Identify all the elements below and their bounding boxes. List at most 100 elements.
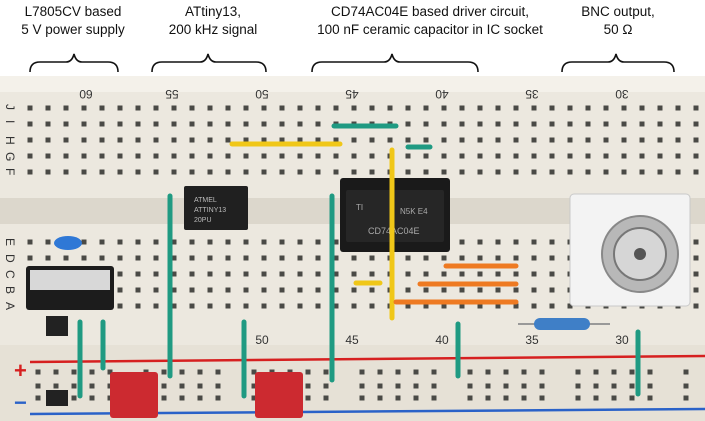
breadboard-hole xyxy=(459,137,465,143)
breadboard-hole xyxy=(333,287,339,293)
breadboard-hole xyxy=(45,255,51,261)
breadboard-hole xyxy=(405,169,411,175)
annotation-driver-line2: 100 nF ceramic capacitor in IC socket xyxy=(317,22,543,37)
breadboard-hole xyxy=(575,395,581,401)
breadboard-hole xyxy=(603,169,609,175)
breadboard-hole xyxy=(243,121,249,127)
breadboard-hole xyxy=(539,395,545,401)
breadboard-hole xyxy=(189,271,195,277)
breadboard-hole xyxy=(243,137,249,143)
breadboard-hole xyxy=(513,255,519,261)
breadboard-hole xyxy=(423,303,429,309)
breadboard-hole xyxy=(531,121,537,127)
breadboard-hole xyxy=(279,271,285,277)
breadboard-hole xyxy=(441,303,447,309)
breadboard-hole xyxy=(315,271,321,277)
breadboard-hole xyxy=(279,303,285,309)
breadboard-hole xyxy=(513,271,519,277)
breadboard-hole xyxy=(459,121,465,127)
breadboard-hole xyxy=(585,169,591,175)
breadboard-hole xyxy=(117,271,123,277)
breadboard-hole xyxy=(657,137,663,143)
attiny-chip-text-1: ATMEL xyxy=(194,197,217,204)
breadboard-hole xyxy=(531,255,537,261)
breadboard-hole xyxy=(243,153,249,159)
breadboard-hole xyxy=(639,105,645,111)
breadboard-hole xyxy=(359,395,365,401)
breadboard-hole xyxy=(675,105,681,111)
breadboard-hole xyxy=(549,137,555,143)
breadboard-hole xyxy=(99,153,105,159)
breadboard-hole xyxy=(243,239,249,245)
breadboard-hole xyxy=(629,383,635,389)
breadboard-hole xyxy=(585,105,591,111)
breadboard-hole xyxy=(81,153,87,159)
breadboard-hole xyxy=(405,255,411,261)
breadboard-hole xyxy=(657,153,663,159)
attiny-chip-text-2: ATTINY13 xyxy=(194,207,226,214)
breadboard-hole xyxy=(333,255,339,261)
breadboard-hole xyxy=(459,271,465,277)
row-letter-e: E xyxy=(3,238,17,246)
breadboard-hole xyxy=(567,153,573,159)
breadboard-hole xyxy=(27,255,33,261)
breadboard-hole xyxy=(369,137,375,143)
breadboard-hole xyxy=(675,121,681,127)
breadboard-hole xyxy=(197,395,203,401)
breadboard-hole xyxy=(413,395,419,401)
breadboard-hole xyxy=(171,153,177,159)
breadboard-hole xyxy=(171,137,177,143)
breadboard-hole xyxy=(467,369,473,375)
breadboard-hole xyxy=(323,383,329,389)
breadboard-hole xyxy=(215,383,221,389)
breadboard-hole xyxy=(359,383,365,389)
col-num-bottom-50: 50 xyxy=(255,333,269,347)
breadboard-hole xyxy=(107,369,113,375)
breadboard-hole xyxy=(423,255,429,261)
breadboard-hole xyxy=(35,383,41,389)
breadboard-hole xyxy=(377,395,383,401)
breadboard-hole xyxy=(189,137,195,143)
breadboard-hole xyxy=(153,287,159,293)
breadboard-hole xyxy=(171,239,177,245)
breadboard-hole xyxy=(71,383,77,389)
breadboard-hole xyxy=(53,383,59,389)
breadboard-hole xyxy=(423,105,429,111)
breadboard-hole xyxy=(693,153,699,159)
breadboard-hole xyxy=(63,121,69,127)
rail-red-line xyxy=(29,354,705,364)
breadboard-hole xyxy=(477,105,483,111)
attiny-section: ATMEL ATTINY13 20PU xyxy=(167,141,343,418)
breadboard-hole xyxy=(549,153,555,159)
column-numbers-top: 60 55 50 45 40 35 30 xyxy=(79,87,629,101)
breadboard-hole xyxy=(369,255,375,261)
breadboard-hole xyxy=(279,137,285,143)
breadboard-hole xyxy=(603,105,609,111)
breadboard-hole xyxy=(315,153,321,159)
breadboard-hole xyxy=(495,121,501,127)
annotation-bnc-line2: 50 Ω xyxy=(603,22,633,37)
breadboard-hole xyxy=(99,137,105,143)
breadboard-hole xyxy=(251,369,257,375)
breadboard-hole xyxy=(153,271,159,277)
brace-bnc xyxy=(561,53,675,73)
breadboard-hole xyxy=(225,287,231,293)
breadboard-hole xyxy=(99,255,105,261)
col-num-bottom-40: 40 xyxy=(435,333,449,347)
breadboard-hole xyxy=(45,121,51,127)
row-letter-h: H xyxy=(3,136,17,145)
breadboard-hole xyxy=(297,105,303,111)
breadboard-hole xyxy=(441,137,447,143)
breadboard-hole xyxy=(531,239,537,245)
brace-attiny xyxy=(151,53,267,73)
breadboard-hole xyxy=(423,121,429,127)
breadboard-hole xyxy=(225,105,231,111)
breadboard-hole xyxy=(531,153,537,159)
breadboard-hole xyxy=(441,287,447,293)
breadboard-hole xyxy=(459,287,465,293)
breadboard-hole xyxy=(279,105,285,111)
col-num-bottom-35: 35 xyxy=(525,333,539,347)
breadboard-hole xyxy=(693,239,699,245)
breadboard-hole xyxy=(431,369,437,375)
breadboard-hole xyxy=(477,137,483,143)
